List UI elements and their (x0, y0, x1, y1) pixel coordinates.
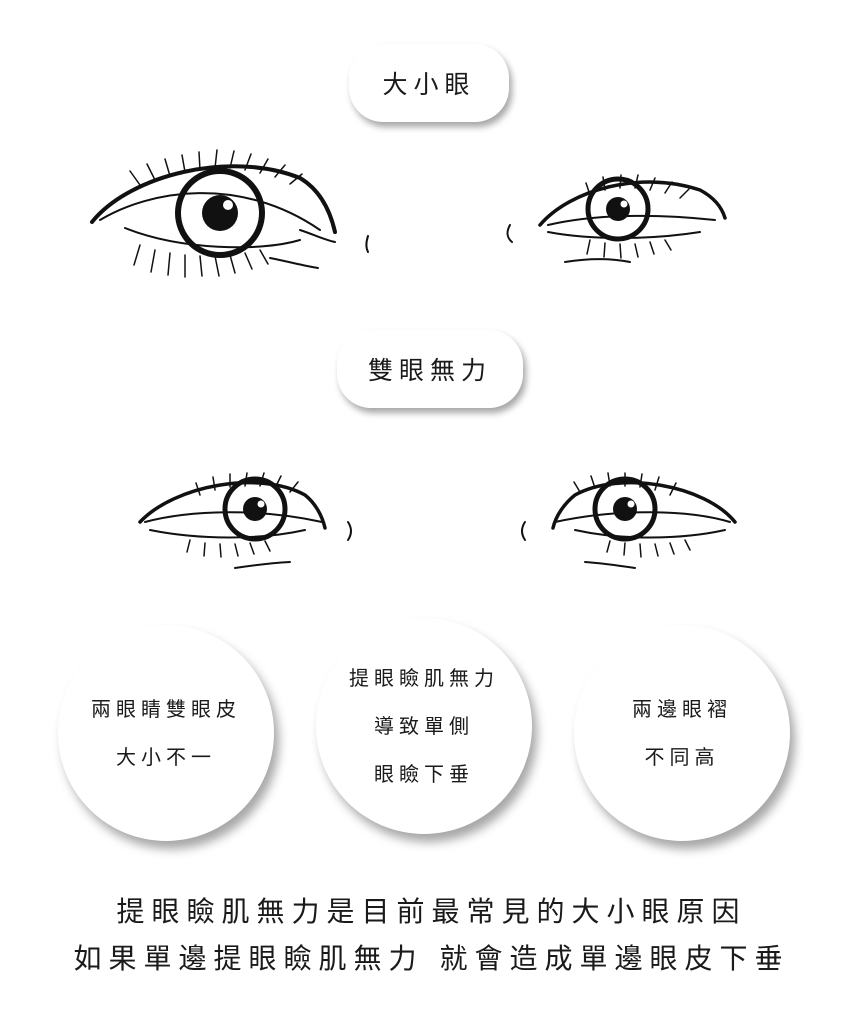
reason-circle-eyelid-size: 兩眼睛雙眼皮 大小不一 (58, 625, 274, 841)
circle-line: 兩邊眼褶 (632, 697, 732, 721)
circle-line: 兩眼睛雙眼皮 (91, 697, 241, 721)
right-weak-eye-drawing (521, 472, 737, 569)
reason-circle-ptosis: 提眼瞼肌無力 導致單側 眼瞼下垂 (316, 618, 532, 834)
middle-label-pill: 雙眼無力 (337, 330, 523, 408)
top-label-text: 大小眼 (382, 70, 476, 99)
left-weak-eye-drawing (138, 472, 352, 569)
caption-line-2: 如果單邊提眼瞼肌無力 就會造成單邊眼皮下垂 (73, 942, 790, 975)
circle-line: 大小不一 (116, 745, 216, 769)
reason-circle-fold-height: 兩邊眼褶 不同高 (574, 625, 790, 841)
circle-line: 不同高 (644, 745, 720, 769)
top-label-pill: 大小眼 (349, 44, 509, 122)
weak-eyes-illustration (138, 472, 737, 569)
uneven-eyes-illustration (90, 149, 727, 278)
circle-line: 提眼瞼肌無力 (349, 666, 499, 690)
circle-line: 眼瞼下垂 (374, 762, 474, 786)
left-large-eye-drawing (90, 149, 369, 278)
circle-line: 導致單側 (374, 714, 474, 738)
caption-line-1: 提眼瞼肌無力是目前最常見的大小眼原因 (116, 895, 747, 928)
middle-label-text: 雙眼無力 (367, 356, 492, 385)
right-small-eye-drawing (506, 174, 727, 263)
